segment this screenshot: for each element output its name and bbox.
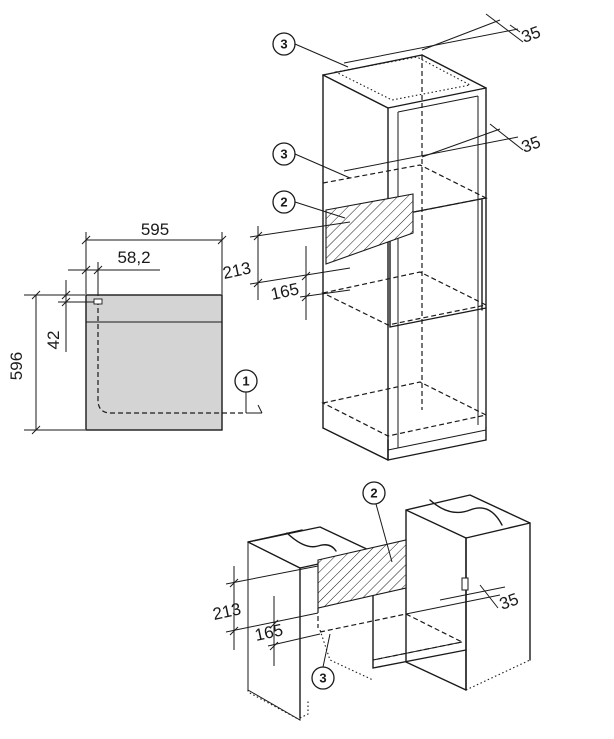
- callout-1-label: 1: [242, 374, 249, 389]
- dimension-label: 35: [519, 132, 543, 156]
- dimension-opening-height-tall: 213: [221, 221, 351, 300]
- dimension-height-offset: 42: [44, 280, 94, 352]
- svg-text:3: 3: [319, 671, 326, 686]
- lower-shelf: [321, 271, 488, 326]
- dimension-lower-gap-base: 165: [253, 596, 321, 666]
- socket-marker: [93, 298, 103, 305]
- dimension-width-total: 595: [81, 220, 227, 294]
- appliance-front-panel: [85, 294, 223, 431]
- right-side-panel: [405, 509, 467, 691]
- ventilation-panel-base: [317, 539, 407, 609]
- callout-2-base: 2: [362, 481, 393, 563]
- dimension-width-offset: 58,2: [68, 248, 160, 296]
- callout-3-base: 3: [311, 633, 335, 690]
- callout-3-top: 3: [272, 32, 349, 68]
- dimension-label: 213: [221, 258, 253, 282]
- dimension-label: 165: [269, 279, 301, 303]
- appliance-contour-dashed: [97, 300, 246, 414]
- appliance-front-view: [85, 294, 263, 431]
- dimension-depth-mid: 35: [343, 123, 543, 172]
- upper-shelf: [322, 164, 488, 218]
- dimension-label: 596: [7, 352, 26, 380]
- callout-1: 1: [234, 369, 258, 393]
- dimension-label: 35: [519, 22, 543, 46]
- dimension-label: 58,2: [117, 248, 150, 267]
- ventilation-panel-hatched: [325, 193, 414, 265]
- dimension-height-total: 596: [7, 290, 85, 435]
- tall-cabinet: [321, 54, 488, 461]
- callout-circle: [234, 369, 258, 393]
- svg-text:2: 2: [280, 195, 287, 210]
- worktop-right-curve: [429, 499, 503, 526]
- svg-text:2: 2: [370, 486, 377, 501]
- svg-text:3: 3: [280, 147, 287, 162]
- dimension-label: 42: [44, 331, 63, 350]
- svg-text:3: 3: [280, 37, 287, 52]
- dimension-label: 165: [253, 620, 285, 644]
- dimension-label: 595: [141, 220, 169, 239]
- dimension-label: 213: [211, 599, 243, 623]
- callout-2-tall: 2: [272, 190, 346, 219]
- base-cabinet: [247, 494, 531, 721]
- bottom-shelf: [321, 381, 488, 437]
- base-shelf: [319, 613, 464, 661]
- dimension-depth-top: 35: [343, 13, 543, 64]
- dimension-label: 35: [497, 589, 521, 613]
- callout-3-mid: 3: [272, 142, 351, 179]
